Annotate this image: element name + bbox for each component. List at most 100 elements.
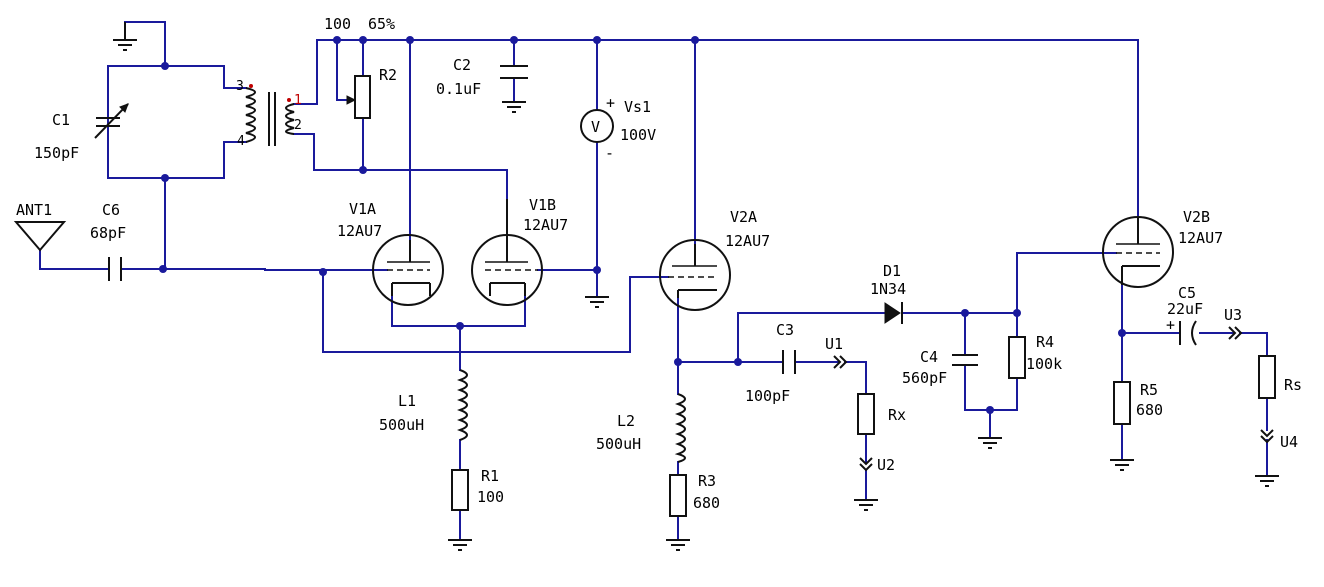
c2-value: 0.1uF <box>436 80 481 98</box>
junction-dot <box>159 265 167 273</box>
vs1-glyph: V <box>591 118 600 136</box>
v1b-value: 12AU7 <box>523 216 568 234</box>
potentiometer-r2 <box>346 75 371 119</box>
junction-dot <box>510 36 518 44</box>
r1-value: 100 <box>477 488 504 506</box>
junction-dot <box>1118 329 1126 337</box>
u4-ref: U4 <box>1280 433 1298 451</box>
ground-icon <box>1110 459 1134 471</box>
connector-u1-icon <box>833 355 848 369</box>
wire-t1-pin1 <box>293 39 318 105</box>
connector-u2-icon <box>859 457 873 472</box>
l2-value: 500uH <box>596 435 641 453</box>
t1-pin-3: 3 <box>236 79 244 94</box>
wire-top-bus <box>316 39 1139 219</box>
junction-dot <box>674 358 682 366</box>
c3-value: 100pF <box>745 387 790 405</box>
ground-icon <box>1255 475 1279 487</box>
variable-capacitor-c1 <box>94 103 129 139</box>
ground-icon <box>978 437 1002 449</box>
r4-ref: R4 <box>1036 333 1054 351</box>
resistor-rx <box>857 393 875 435</box>
wire-v2b-grid <box>1016 252 1117 314</box>
vs1-minus: - <box>605 144 614 162</box>
wire-u3-rs <box>1239 332 1268 357</box>
c4-ref: C4 <box>920 348 938 366</box>
c6-ref: C6 <box>102 201 120 219</box>
r5-ref: R5 <box>1140 381 1158 399</box>
v2a-value: 12AU7 <box>725 232 770 250</box>
t1-pin-1: 1 <box>294 93 302 108</box>
inductor-l2 <box>674 393 686 463</box>
vacuum-tube-v1b <box>471 199 543 306</box>
junction-dot <box>161 62 169 70</box>
vs1-plus: + <box>606 94 615 112</box>
wire-loop-v2a <box>322 271 669 353</box>
c5-ref: C5 <box>1178 284 1196 302</box>
v2a-ref: V2A <box>730 208 757 226</box>
v1a-value: 12AU7 <box>337 222 382 240</box>
c1-value: 150pF <box>34 144 79 162</box>
resistor-rs <box>1258 355 1276 399</box>
r2-ref: R2 <box>379 66 397 84</box>
wire-r2-top <box>336 39 356 101</box>
wire-tank-bottom <box>107 65 247 179</box>
antenna-icon <box>13 221 67 252</box>
t1-pin-4: 4 <box>237 134 245 149</box>
c6-value: 68pF <box>90 224 126 242</box>
capacitor-c3 <box>782 350 796 374</box>
u3-ref: U3 <box>1224 306 1242 324</box>
wire-tank-rect <box>107 65 247 89</box>
wire-u1-rx <box>844 361 867 395</box>
junction-dot <box>986 406 994 414</box>
resistor-r3 <box>669 474 687 517</box>
r4-value: 100k <box>1026 355 1062 373</box>
v2b-value: 12AU7 <box>1178 229 1223 247</box>
v1a-ref: V1A <box>349 200 376 218</box>
c3-ref: C3 <box>776 321 794 339</box>
junction-dots <box>159 36 1126 414</box>
capacitor-c6 <box>108 257 122 281</box>
c1-ref: C1 <box>52 111 70 129</box>
t1-pin-2: 2 <box>294 118 302 133</box>
r5-value: 680 <box>1136 401 1163 419</box>
wire-ant <box>39 249 110 270</box>
capacitor-c5 <box>1179 320 1197 346</box>
wire-d1-in <box>737 312 886 363</box>
junction-dot <box>359 166 367 174</box>
capacitor-c2 <box>500 65 528 79</box>
junction-dot <box>333 36 341 44</box>
wire-v2a-cathode <box>677 297 784 363</box>
grounds <box>113 22 1279 551</box>
c5-plus: + <box>1166 316 1175 334</box>
ground-icon <box>666 539 690 551</box>
vacuum-tube-v2a <box>659 239 731 311</box>
polarity-dot <box>249 84 253 88</box>
c2-ref: C2 <box>453 56 471 74</box>
junction-dot <box>961 309 969 317</box>
ant1-ref: ANT1 <box>16 201 52 219</box>
junction-dot <box>161 174 169 182</box>
ground-icon <box>113 22 137 51</box>
vs1-ref: Vs1 <box>624 98 651 116</box>
r3-ref: R3 <box>698 472 716 490</box>
voltmeter-vs1 <box>580 109 614 143</box>
junction-dot <box>359 36 367 44</box>
diode-d1 <box>884 302 903 324</box>
r2-setting-label: 65% <box>368 15 395 33</box>
inductor-l1 <box>457 369 468 441</box>
l1-value: 500uH <box>379 416 424 434</box>
transformer-t1 <box>245 84 295 146</box>
junction-dot <box>593 266 601 274</box>
resistor-r4 <box>1008 336 1026 379</box>
connector-u4-icon <box>1260 429 1274 444</box>
u1-ref: U1 <box>825 335 843 353</box>
polarity-dot <box>287 98 291 102</box>
resistor-r1 <box>451 469 469 511</box>
d1-ref: D1 <box>883 262 901 280</box>
junction-dot <box>593 36 601 44</box>
vacuum-tube-v2b <box>1102 216 1174 288</box>
vacuum-tube-v1a <box>372 234 444 306</box>
wire-tank-top <box>124 21 166 67</box>
